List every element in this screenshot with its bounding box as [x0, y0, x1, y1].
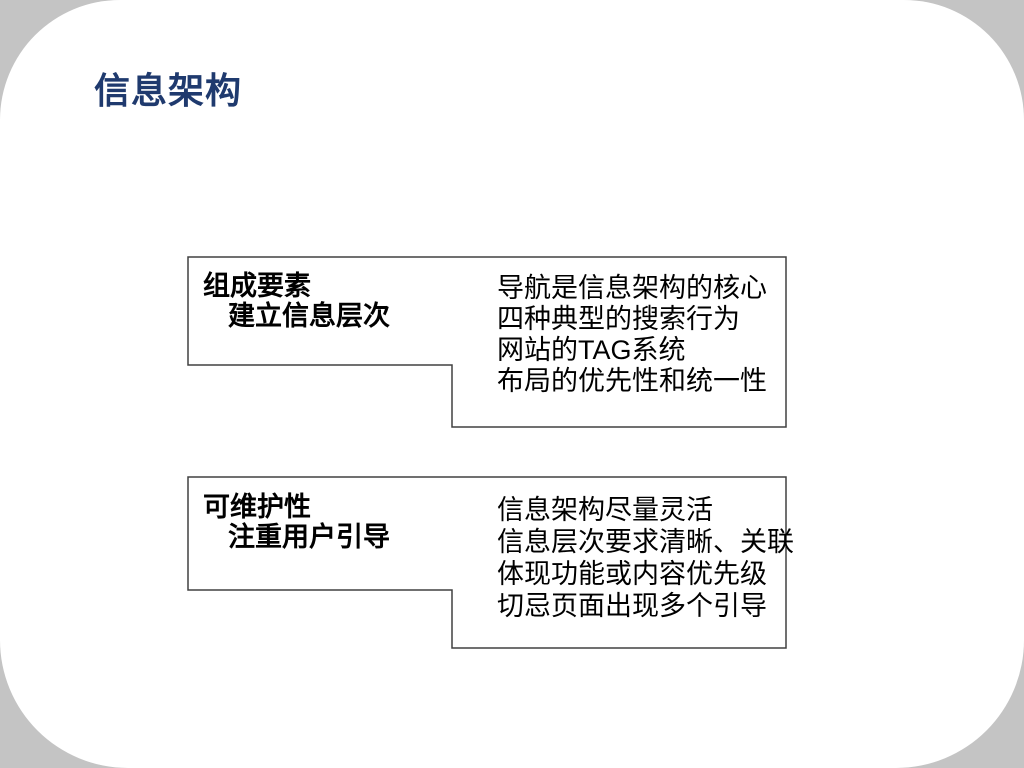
box1-body: 导航是信息架构的核心 四种典型的搜索行为 网站的TAG系统 布局的优先性和统一性: [497, 273, 792, 397]
box1-body-line1: 导航是信息架构的核心: [497, 273, 767, 303]
box2-heading: 可维护性 注重用户引导: [203, 492, 448, 552]
box2-body: 信息架构尽量灵活 信息层次要求清晰、关联 体现功能或内容优先级 切忌页面出现多个…: [497, 494, 794, 622]
box2-body-line4: 切忌页面出现多个引导: [497, 591, 767, 621]
box1-body-line4: 布局的优先性和统一性: [497, 366, 767, 396]
box2-body-line1: 信息架构尽量灵活: [497, 495, 713, 525]
box2-body-line2: 信息层次要求清晰、关联: [497, 527, 794, 557]
box2-stepped-shape: [187, 476, 787, 649]
box1-body-line2: 四种典型的搜索行为: [497, 304, 740, 334]
box2-heading-line1: 可维护性: [203, 492, 311, 522]
slide-title: 信息架构: [94, 70, 243, 111]
box2-body-line3: 体现功能或内容优先级: [497, 559, 767, 589]
box2-heading-line2: 注重用户引导: [228, 522, 390, 552]
box1-body-line3: 网站的TAG系统: [497, 335, 686, 365]
box1-heading: 组成要素 建立信息层次: [203, 271, 448, 331]
box1-heading-line1: 组成要素: [203, 271, 311, 301]
box1-heading-line2: 建立信息层次: [228, 301, 390, 331]
box1-stepped-shape: [187, 256, 787, 428]
